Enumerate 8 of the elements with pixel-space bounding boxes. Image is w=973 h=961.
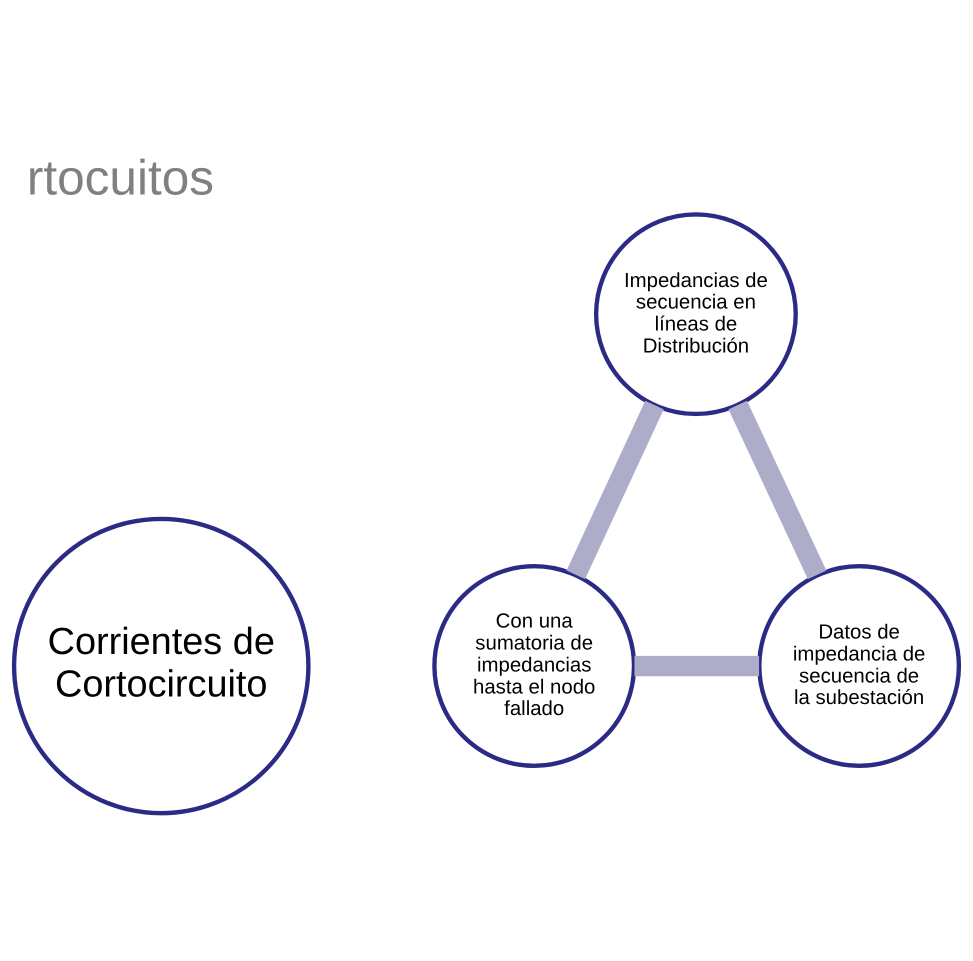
connector — [566, 400, 664, 579]
connector — [728, 400, 826, 579]
node-circle: Con una sumatoria de impedancias hasta el nodo fallado — [432, 564, 636, 768]
node-circle: Impedancias de secuencia en líneas de Distribución — [594, 212, 798, 416]
diagram-title: rtocuitos — [26, 150, 214, 205]
node-circle: Datos de impedancia de secuencia de la subestación — [757, 564, 962, 768]
connector — [634, 655, 760, 676]
node-circle: Corrientes de Cortocircuito — [12, 516, 311, 815]
